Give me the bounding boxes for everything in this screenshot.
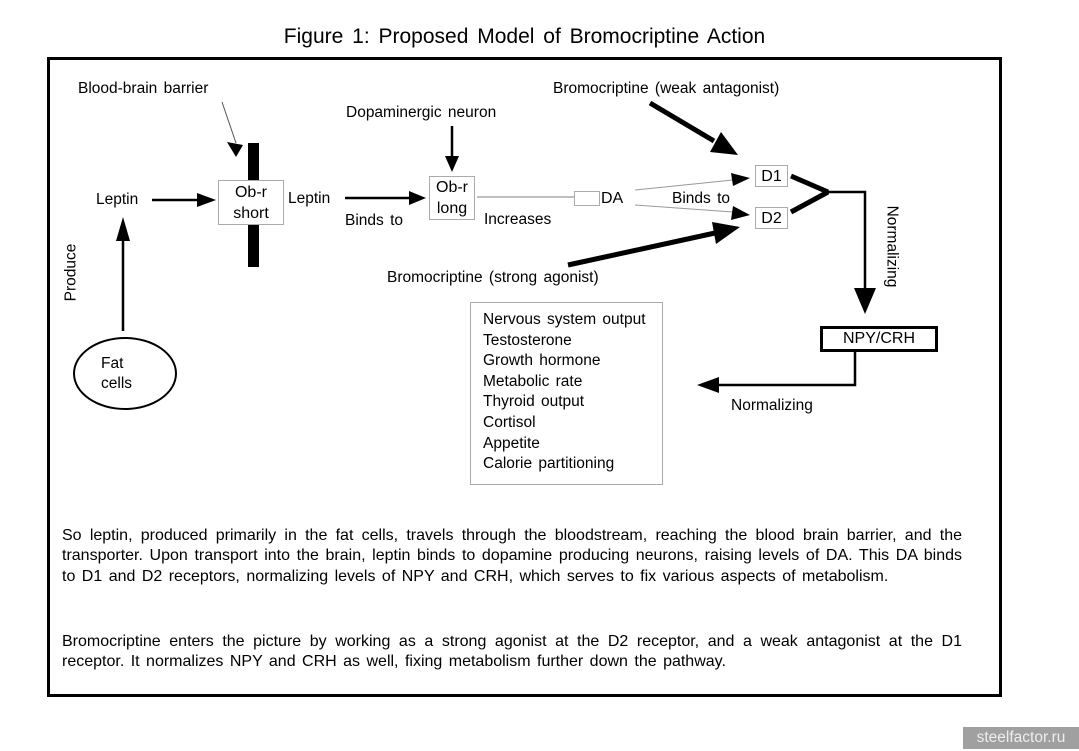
obr-short-box: Ob-r short <box>218 180 284 225</box>
produce-arrow <box>116 217 130 331</box>
blood-brain-barrier-pointer-arrow <box>221 101 243 157</box>
watermark: steelfactor.ru <box>963 727 1079 749</box>
produce-label: Produce <box>62 243 80 302</box>
binds-to-label-1: Binds to <box>345 212 404 229</box>
npy-crh-box: NPY/CRH <box>820 326 938 352</box>
explanation-paragraph-1: So leptin, produced primarily in the fat… <box>62 527 962 585</box>
list-item: Cortisol <box>483 413 536 431</box>
list-item: Metabolic rate <box>483 372 583 390</box>
binds-to-label-2: Binds to <box>672 190 731 207</box>
diagram-frame: Blood-brain barrier Dopaminergic neuron … <box>47 57 1002 697</box>
explanation-paragraph-2: Bromocriptine enters the picture by work… <box>62 633 962 671</box>
increases-label: Increases <box>484 211 552 228</box>
normalizing-horizontal-label: Normalizing <box>731 397 813 414</box>
bromocriptine-weak-arrow <box>648 100 738 155</box>
da-vesicle-box <box>574 191 600 206</box>
outputs-list-box: Nervous system output Testosterone Growt… <box>470 302 663 485</box>
list-item: Testosterone <box>483 331 572 349</box>
dopaminergic-neuron-label: Dopaminergic neuron <box>346 104 497 121</box>
leptin-label-2: Leptin <box>288 190 331 207</box>
list-item: Nervous system output <box>483 311 646 328</box>
npy-crh-label: NPY/CRH <box>842 330 915 347</box>
leptin-to-obr-long-arrow <box>345 191 426 205</box>
watermark-text: steelfactor.ru <box>976 729 1066 746</box>
leptin-label-1: Leptin <box>96 191 139 208</box>
obr-long-line2: long <box>436 200 468 217</box>
d1-receptor-box: D1 <box>755 165 788 187</box>
d2-receptor-box: D2 <box>755 207 788 229</box>
list-item: Appetite <box>483 434 540 452</box>
bromocriptine-weak-label: Bromocriptine (weak antagonist) <box>553 80 780 97</box>
d2-label: D2 <box>761 209 782 227</box>
fat-cells-ellipse: Fat cells <box>73 337 177 410</box>
list-item: Growth hormone <box>483 352 601 370</box>
da-label: DA <box>601 190 624 207</box>
list-item: Calorie partitioning <box>483 455 615 473</box>
obr-long-line1: Ob-r <box>436 179 468 196</box>
dopaminergic-neuron-pointer-arrow <box>445 126 459 172</box>
obr-long-box: Ob-r long <box>429 176 475 220</box>
d1-label: D1 <box>761 167 782 185</box>
d1-d2-to-npycrh-arrow <box>789 173 876 314</box>
npycrh-to-outputs-arrow <box>697 352 857 393</box>
fat-cells-line2: cells <box>101 374 133 392</box>
blood-brain-barrier-label: Blood-brain barrier <box>78 80 209 97</box>
obr-short-line2: short <box>233 204 269 222</box>
list-item: Thyroid output <box>483 393 585 411</box>
bromocriptine-strong-arrow <box>567 222 740 268</box>
obr-short-line1: Ob-r <box>234 183 267 201</box>
figure-title: Figure 1: Proposed Model of Bromocriptin… <box>283 25 766 48</box>
da-to-d1-arrow <box>634 173 750 191</box>
fat-cells-line1: Fat <box>101 354 124 372</box>
normalizing-vertical-label: Normalizing <box>883 205 901 288</box>
leptin-to-obr-short-arrow <box>152 193 216 207</box>
bromocriptine-strong-label: Bromocriptine (strong agonist) <box>387 269 599 286</box>
diagram-lines-layer <box>116 100 876 393</box>
da-to-d2-arrow <box>634 204 750 220</box>
